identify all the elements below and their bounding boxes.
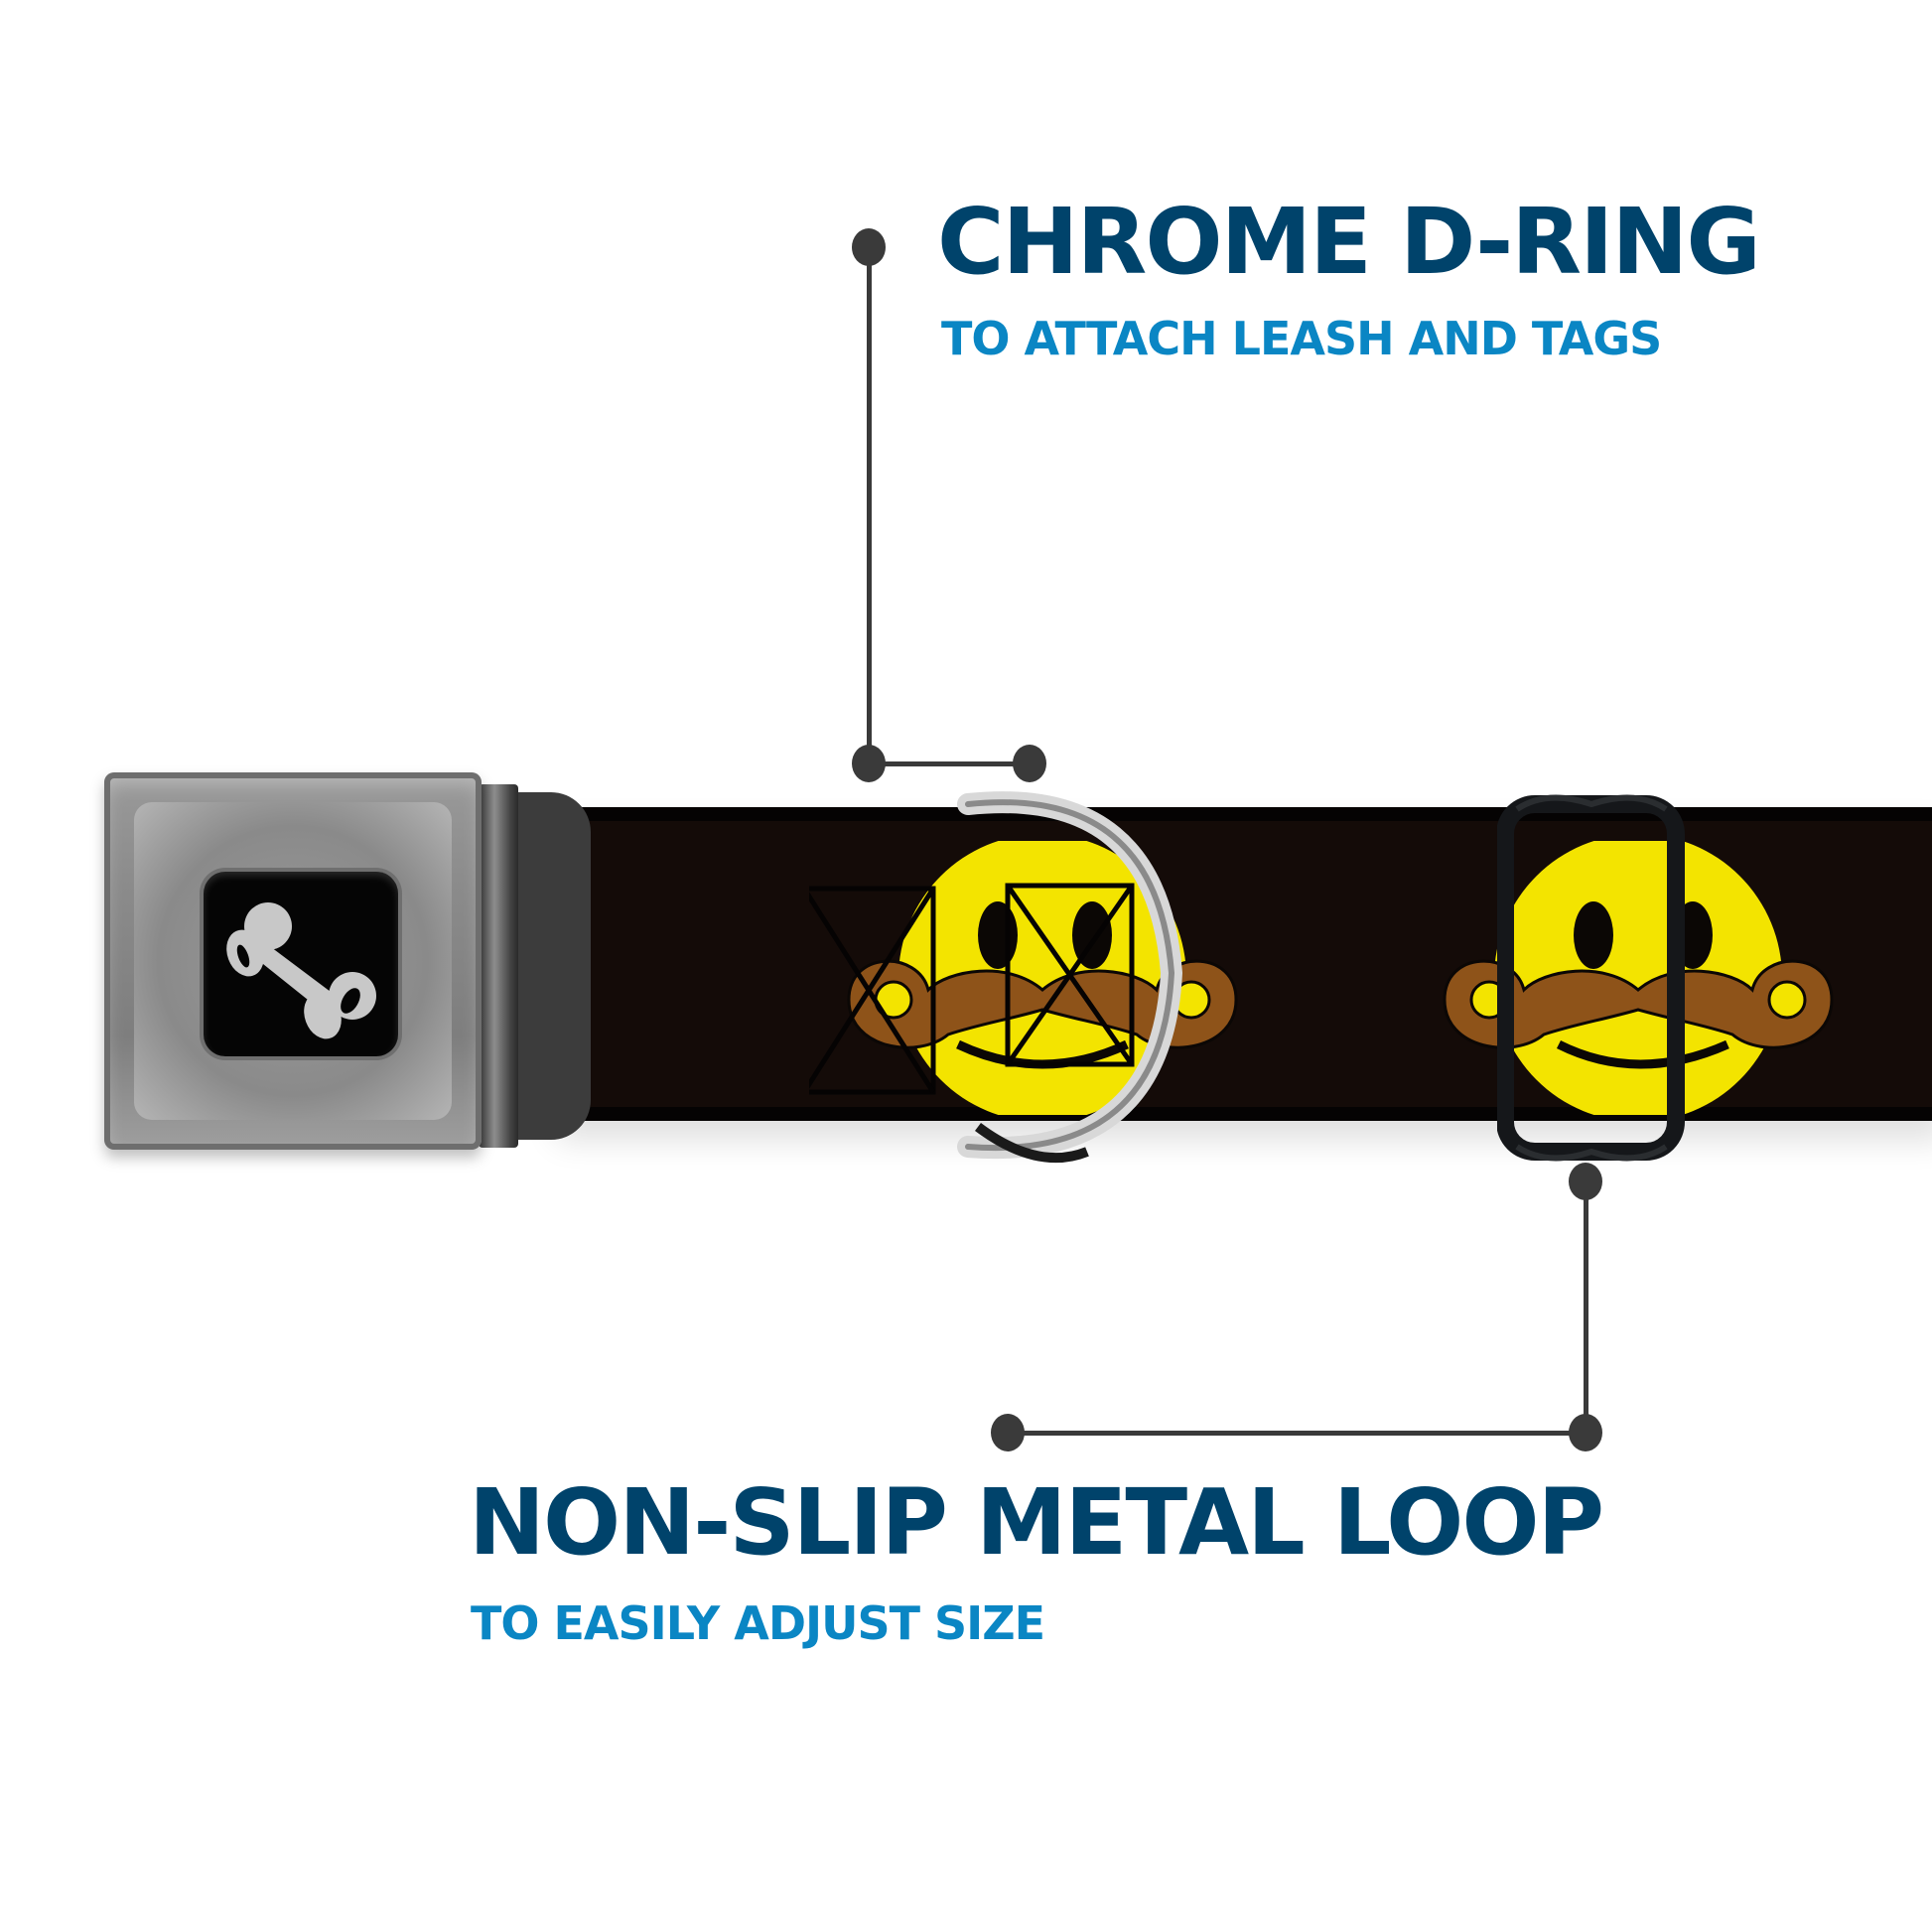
collar-strap (486, 807, 1932, 1121)
loop-subtitle: TO EASILY ADJUST SIZE (471, 1596, 1045, 1650)
d-ring-subtitle: TO ATTACH LEASH AND TAGS (941, 312, 1662, 365)
connector-horizontal-line (1008, 1431, 1586, 1436)
chrome-d-ring[interactable] (948, 774, 1216, 1172)
buckle-badge (204, 872, 398, 1056)
smiley-mustache-1 (809, 841, 1238, 1115)
d-ring-title: CHROME D-RING (937, 189, 1761, 295)
bone-icon (226, 902, 376, 1039)
loop-title: NON-SLIP METAL LOOP (469, 1469, 1604, 1576)
non-slip-metal-loop[interactable] (1497, 789, 1686, 1167)
connector-horizontal-line (869, 761, 1030, 766)
connector-vertical-line (1584, 1181, 1588, 1433)
buckle-tongue (511, 792, 591, 1140)
seatbelt-buckle[interactable] (104, 772, 482, 1150)
connector-dot-end (1013, 745, 1046, 782)
connector-vertical-line (867, 247, 872, 763)
buckle-hinge (479, 784, 518, 1148)
connector-dot-end (991, 1414, 1025, 1451)
smiley-mustache-2 (1443, 841, 1834, 1115)
